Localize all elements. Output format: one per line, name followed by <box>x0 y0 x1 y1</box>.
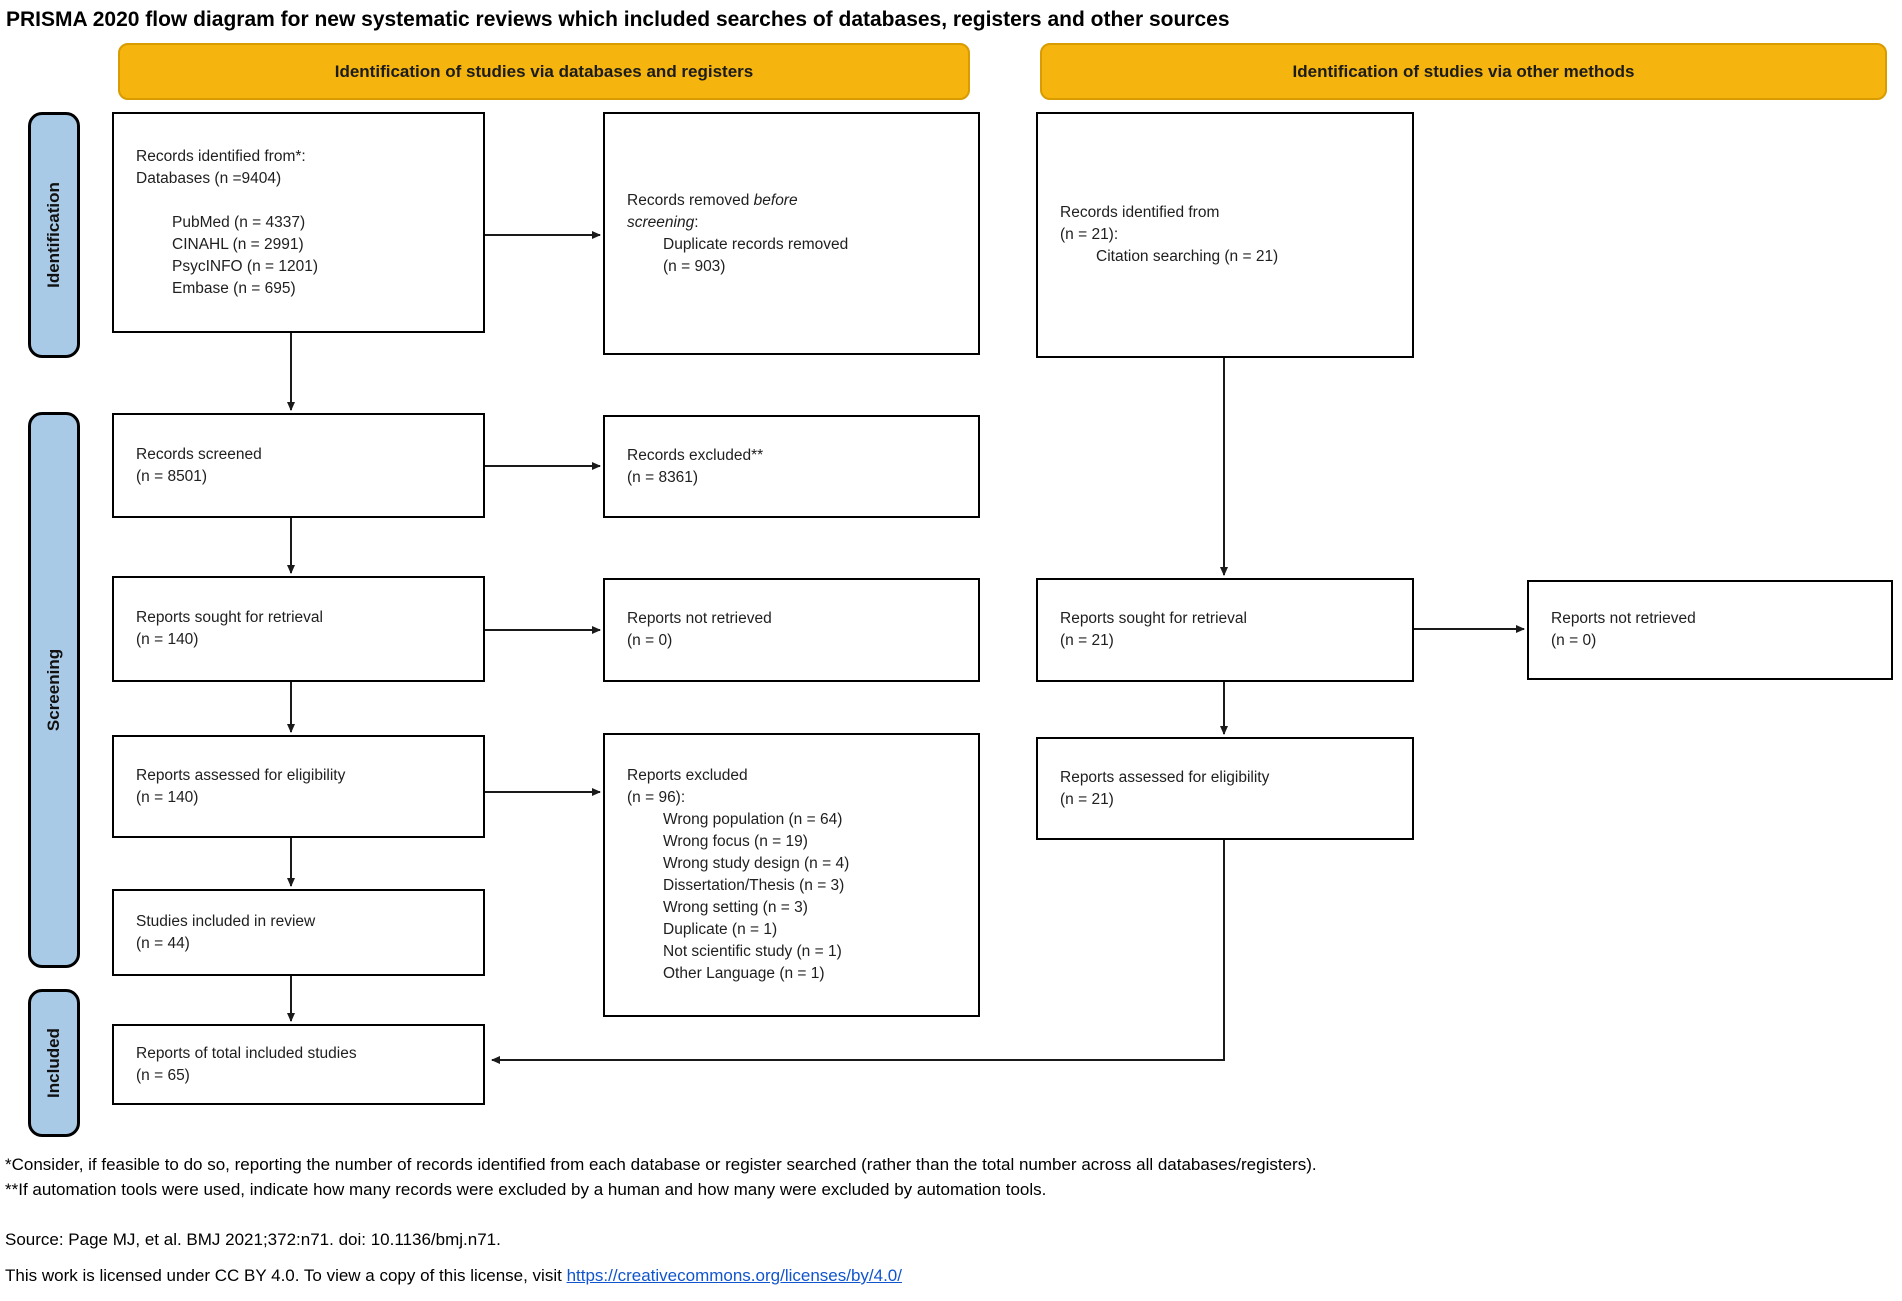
phase-label-included-text: Included <box>44 1028 63 1098</box>
box-line: (n = 8501) <box>136 467 208 485</box>
box-line: (n = 140) <box>136 788 199 806</box>
phase-label-identification: Identification <box>28 112 80 358</box>
box-line: Records removed before <box>627 191 798 209</box>
box-line: Reports sought for retrieval <box>1060 610 1247 627</box>
box-line: (n = 0) <box>1551 632 1597 649</box>
box-line: screening: <box>627 213 699 231</box>
box-line: (n = 21) <box>1060 632 1114 649</box>
box-line: Duplicate (n = 1) <box>663 921 778 938</box>
box-line: Wrong focus (n = 19) <box>663 833 808 850</box>
box-reports-assessed-other: Reports assessed for eligibility (n = 21) <box>1036 737 1414 840</box>
phase-label-screening-text: Screening <box>44 648 64 732</box>
banner-databases-registers-label: Identification of studies via databases … <box>334 61 754 81</box>
box-reports-sought-databases: Reports sought for retrieval (n = 140) <box>112 576 485 682</box>
box-reports-sought-other: Reports sought for retrieval (n = 21) <box>1036 578 1414 682</box>
box-line: Embase (n = 695) <box>172 279 296 297</box>
page-title: PRISMA 2020 flow diagram for new systema… <box>6 8 1230 31</box>
box-line: Citation searching (n = 21) <box>1096 248 1279 265</box>
box-records-excluded: Records excluded** (n = 8361) <box>603 415 980 518</box>
box-line: Reports assessed for eligibility <box>136 766 346 784</box>
box-line: (n = 65) <box>136 1066 190 1084</box>
box-line: (n = 903) <box>663 257 726 275</box>
license-text: This work is licensed under CC BY 4.0. T… <box>5 1266 567 1285</box>
box-line: Reports not retrieved <box>1551 610 1696 627</box>
box-line: Not scientific study (n = 1) <box>663 943 842 960</box>
box-reports-assessed-databases: Reports assessed for eligibility (n = 140… <box>112 735 485 838</box>
box-line: Wrong population (n = 64) <box>663 811 843 828</box>
banner-databases-registers: Identification of studies via databases … <box>118 43 970 100</box>
box-studies-included: Studies included in review (n = 44) <box>112 889 485 976</box>
box-line: Records excluded** <box>627 446 764 464</box>
box-line <box>136 190 475 212</box>
box-line: Wrong study design (n = 4) <box>663 855 850 872</box>
box-line: Duplicate records removed <box>663 235 849 253</box>
box-records-screened: Records screened (n = 8501) <box>112 413 485 518</box>
phase-label-screening: Screening <box>28 412 80 968</box>
box-line: Reports of total included studies <box>136 1044 357 1062</box>
box-line: PubMed (n = 4337) <box>172 213 306 231</box>
box-reports-total-included: Reports of total included studies (n = 65… <box>112 1024 485 1105</box>
footnote-double-asterisk: **If automation tools were used, indicat… <box>5 1180 1047 1199</box>
box-line: Studies included in review <box>136 912 316 930</box>
source-citation: Source: Page MJ, et al. BMJ 2021;372:n71… <box>5 1230 501 1249</box>
box-line: Records identified from <box>1060 204 1220 221</box>
box-line: (n = 44) <box>136 934 190 952</box>
box-line: Reports excluded <box>627 767 748 784</box>
box-line: Reports not retrieved <box>627 610 772 627</box>
box-line: (n = 8361) <box>627 468 699 486</box>
phase-label-included: Included <box>28 989 80 1137</box>
banner-other-methods: Identification of studies via other meth… <box>1040 43 1887 100</box>
box-line: (n = 96): <box>627 789 686 806</box>
box-line: Databases (n =9404) <box>136 169 282 187</box>
footnote-asterisk: *Consider, if feasible to do so, reporti… <box>5 1155 1317 1174</box>
banner-other-methods-label: Identification of studies via other meth… <box>1292 61 1635 81</box>
box-line: (n = 21) <box>1060 790 1114 808</box>
footnotes: *Consider, if feasible to do so, reporti… <box>5 1152 1317 1202</box>
box-line: (n = 0) <box>627 632 673 649</box>
box-line: Other Language (n = 1) <box>663 965 825 982</box>
license-line: This work is licensed under CC BY 4.0. T… <box>5 1266 902 1286</box>
box-line: CINAHL (n = 2991) <box>172 235 304 253</box>
box-line: PsycINFO (n = 1201) <box>172 257 319 275</box>
box-line: Wrong setting (n = 3) <box>663 899 808 916</box>
box-line: Records identified from*: <box>136 147 306 165</box>
box-line: Reports sought for retrieval <box>136 609 323 626</box>
box-line: Reports assessed for eligibility <box>1060 768 1270 786</box>
box-reports-not-retrieved-other: Reports not retrieved (n = 0) <box>1527 580 1893 680</box>
box-records-identified-databases: Records identified from*: Databases (n =9… <box>112 112 485 333</box>
box-reports-not-retrieved-databases: Reports not retrieved (n = 0) <box>603 578 980 682</box>
box-records-identified-other: Records identified from (n = 21): Citation… <box>1036 112 1414 358</box>
box-line: (n = 140) <box>136 631 199 648</box>
box-reports-excluded-reasons: Reports excluded (n = 96): Wrong populatio… <box>603 733 980 1017</box>
box-records-removed-before-screening: Records removed before screening: Duplicat… <box>603 112 980 355</box>
box-line: (n = 21): <box>1060 226 1119 243</box>
box-line: Records screened <box>136 445 262 463</box>
license-link[interactable]: https://creativecommons.org/licenses/by/… <box>566 1266 902 1285</box>
box-line: Dissertation/Thesis (n = 3) <box>663 877 845 894</box>
phase-label-identification-text: Identification <box>44 182 63 288</box>
